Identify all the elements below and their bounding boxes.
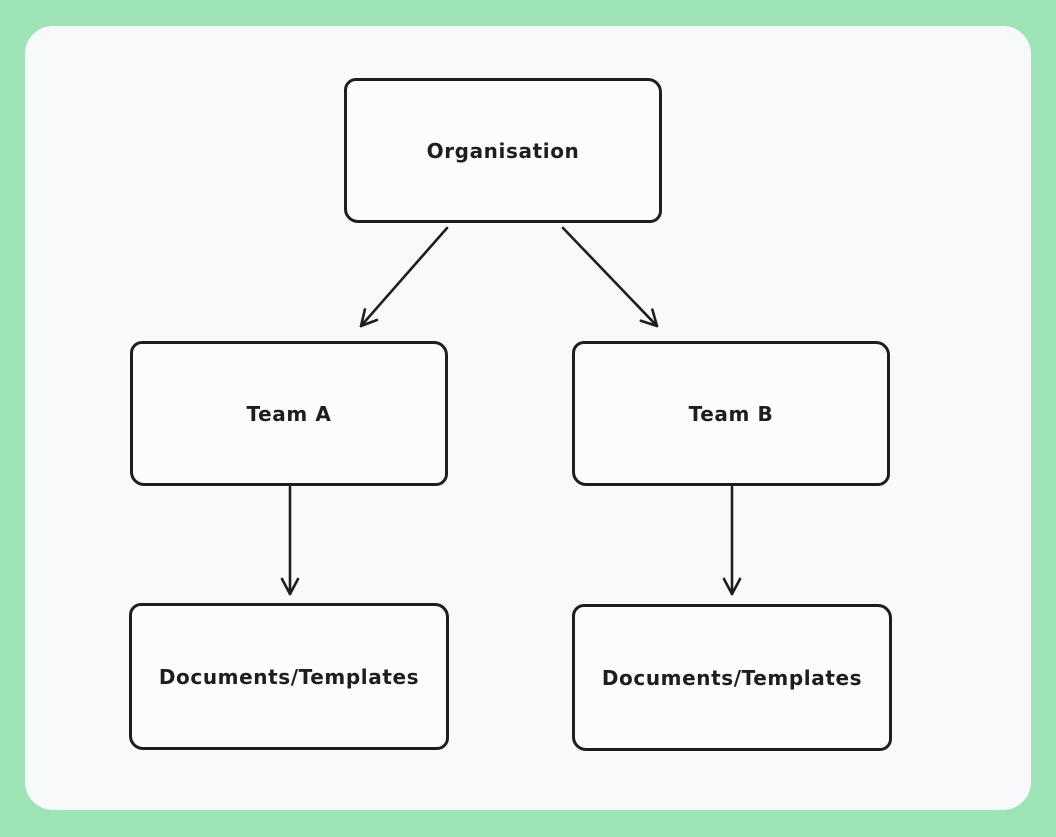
node-organisation[interactable]: Organisation bbox=[344, 78, 662, 223]
node-team-b[interactable]: Team B bbox=[572, 341, 890, 486]
node-documents-templates-b[interactable]: Documents/Templates bbox=[572, 604, 892, 751]
node-team-b-label: Team B bbox=[688, 401, 774, 426]
node-team-a-label: Team A bbox=[246, 401, 332, 426]
node-team-a[interactable]: Team A bbox=[130, 341, 448, 486]
node-documents-templates-a-label: Documents/Templates bbox=[158, 664, 420, 689]
node-documents-templates-b-label: Documents/Templates bbox=[601, 665, 863, 690]
node-organisation-label: Organisation bbox=[426, 138, 580, 163]
edge-organisation-to-team-a[interactable] bbox=[359, 226, 449, 328]
edge-organisation-to-team-b[interactable] bbox=[561, 226, 659, 328]
node-documents-templates-a[interactable]: Documents/Templates bbox=[129, 603, 449, 750]
